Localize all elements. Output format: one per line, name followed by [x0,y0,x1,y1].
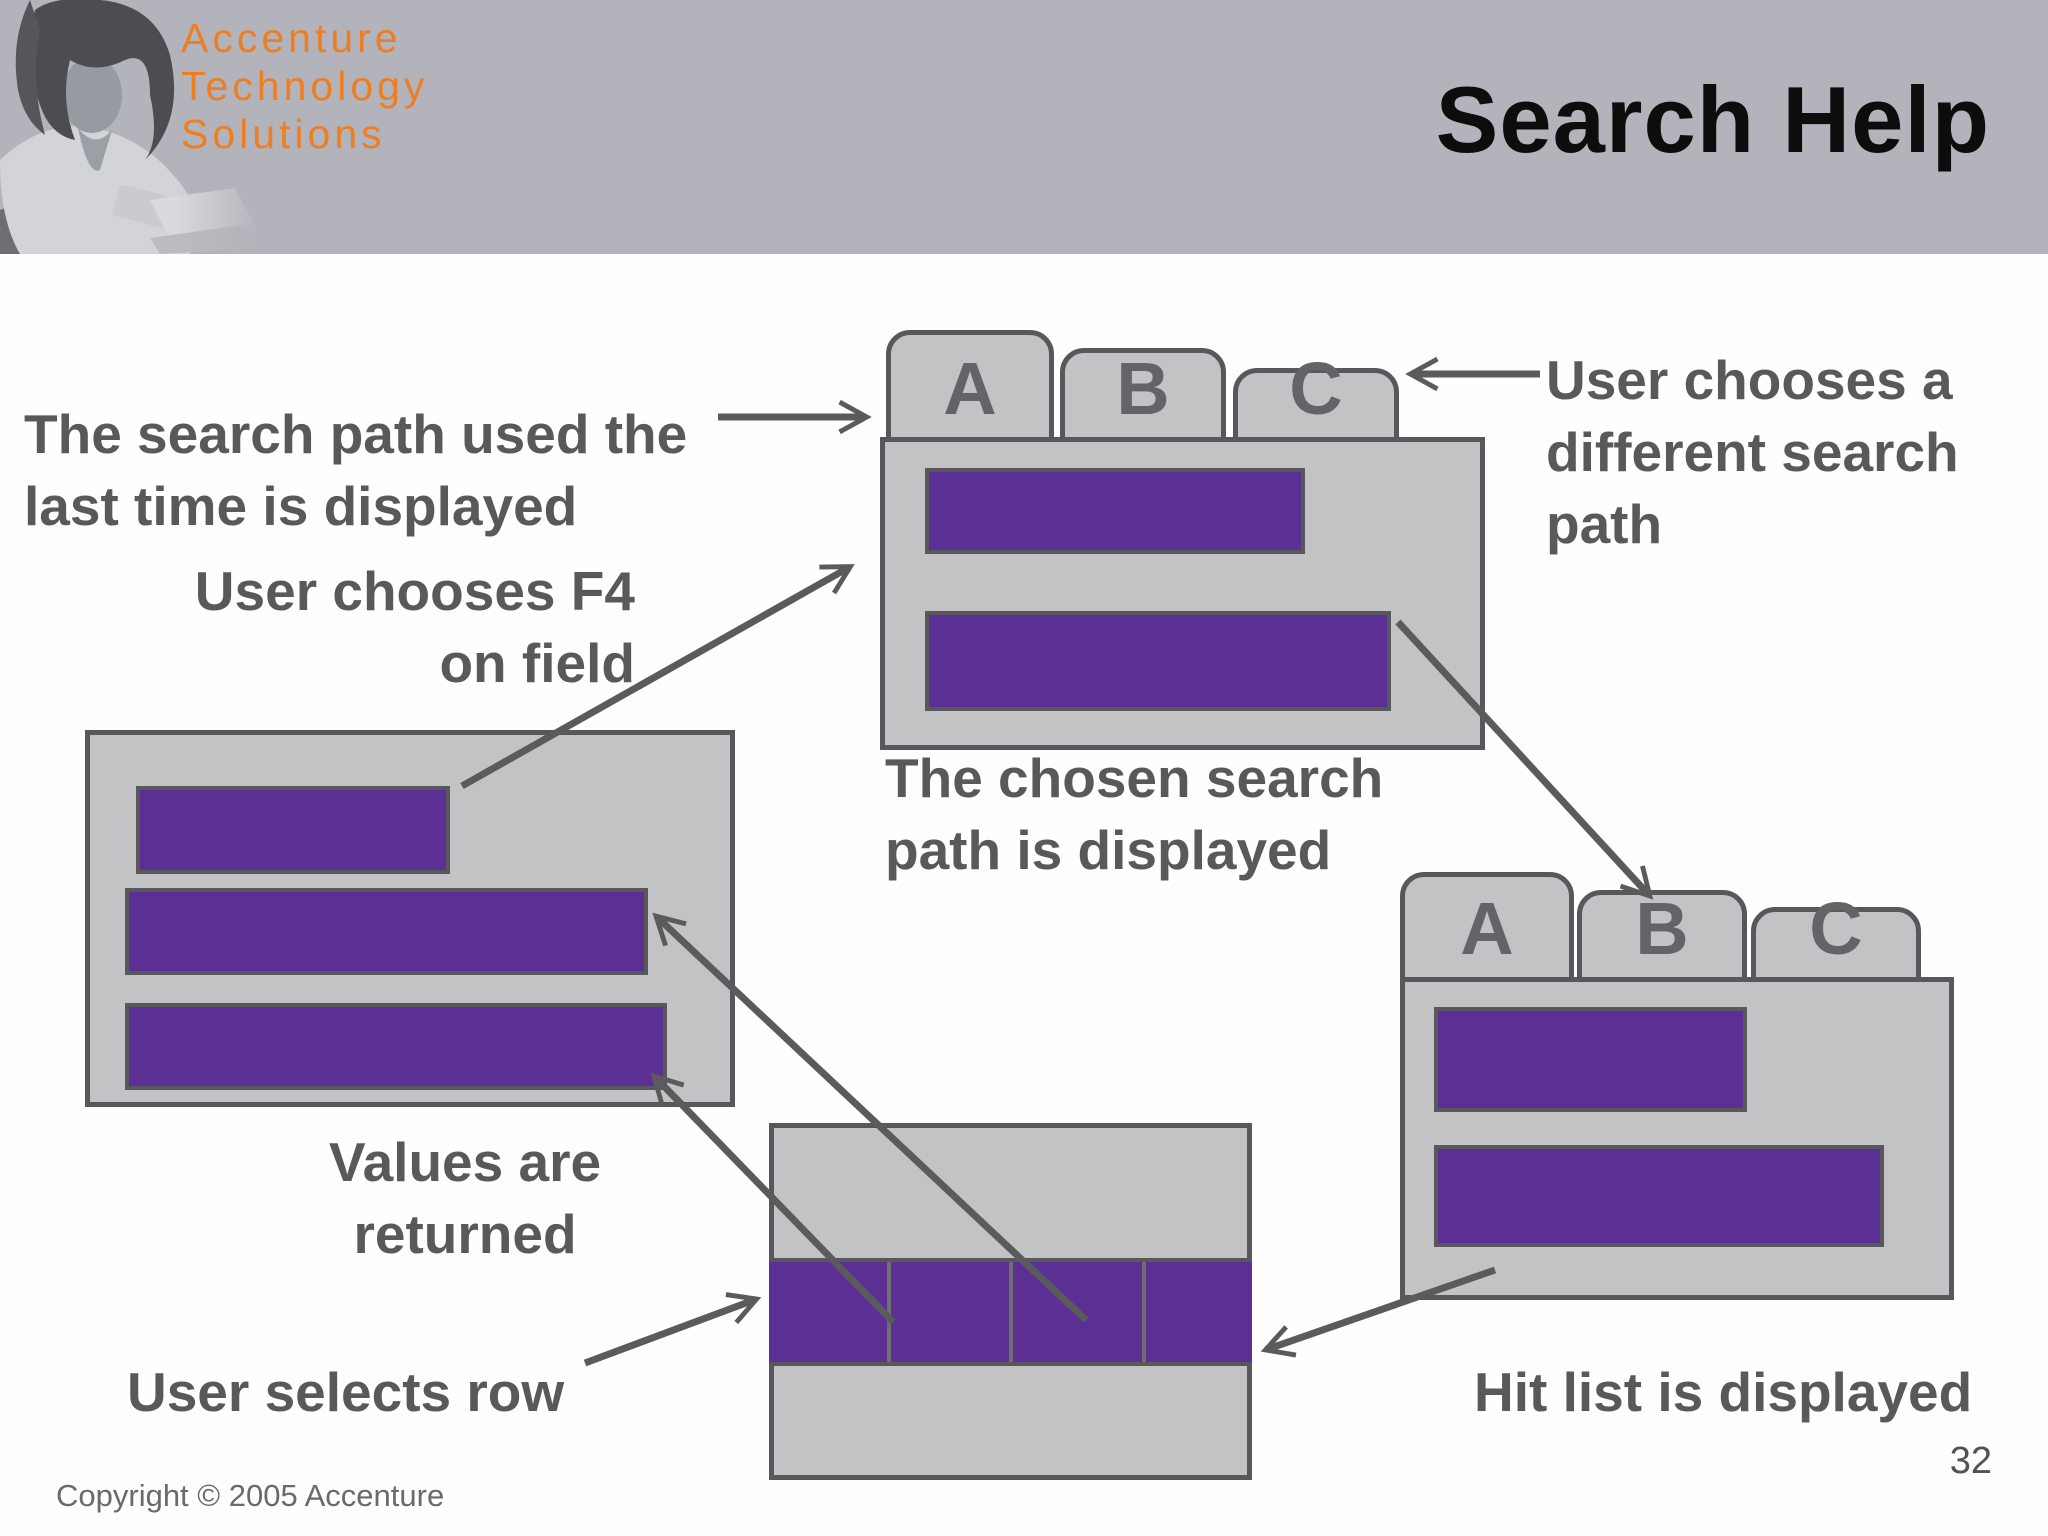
selected-row [769,1258,1252,1366]
f4-field-1 [136,786,450,874]
hitlist-tab-b-label: B [1635,887,1689,970]
label-user-selects-row: User selects row [127,1361,565,1423]
page-title: Search Help [1435,67,1990,172]
hitlist-tab-a-label: A [1460,887,1514,970]
tab-a: A [886,330,1054,442]
tab-c: C [1233,347,1399,442]
row-cell-2 [891,1262,1013,1362]
arrow-selects-row-to-box [583,1292,762,1367]
tab-c-label: C [1289,347,1343,430]
label-values-returned: Values are returned [328,1131,602,1265]
f4-field-2 [125,888,648,975]
tab-b: B [1060,347,1226,442]
accenture-logo: Accenture Technology Solutions [181,15,429,157]
hitlist-tab-a: A [1400,872,1574,982]
tab-a-label: A [943,347,997,430]
hitlist-tab-b: B [1577,887,1747,982]
label-chosen-path-displayed: The chosen search path is displayed [885,747,1384,881]
hitlist-tab-c-label: C [1809,887,1863,970]
hit-list-field-1 [1434,1007,1747,1112]
label-last-search-path: The search path used the last time is di… [24,403,688,537]
search-field-2 [925,611,1391,711]
row-cell-1 [769,1262,891,1362]
row-cell-4 [1146,1262,1252,1362]
hit-list-field-2 [1434,1145,1884,1247]
tab-b-label: B [1116,347,1170,430]
header-photo [0,0,262,254]
label-different-search-path: User chooses a different search path [1546,349,1959,555]
hitlist-tab-c: C [1751,887,1921,982]
row-cell-3 [1013,1262,1146,1362]
f4-field-3 [125,1003,667,1090]
search-field-1 [925,468,1305,554]
label-user-chooses-f4: User chooses F4 on field [194,560,635,694]
copyright-text: Copyright © 2005 Accenture [56,1478,445,1513]
header-bar: Accenture Technology Solutions Search He… [0,0,2048,254]
page-number: 32 [1949,1440,1992,1482]
label-hit-list-displayed: Hit list is displayed [1474,1361,1973,1423]
